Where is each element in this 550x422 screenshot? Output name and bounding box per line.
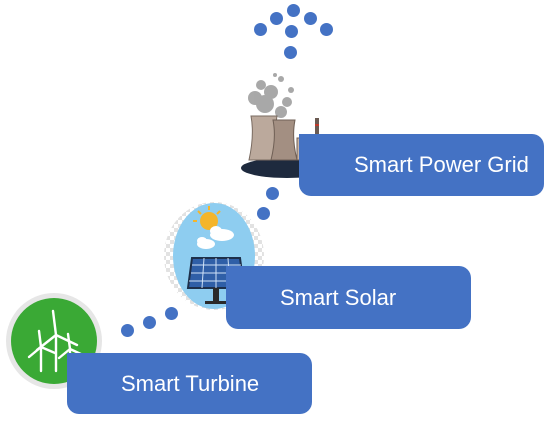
- path-dot: [143, 316, 156, 329]
- path-dot: [257, 207, 270, 220]
- step-smart-turbine: Smart Turbine: [67, 353, 312, 414]
- path-dot: [121, 324, 134, 337]
- step-smart-power-grid: Smart Power Grid: [299, 134, 544, 196]
- arrow-up-dots-icon: [250, 2, 336, 38]
- step-label: Smart Solar: [280, 284, 397, 310]
- step-label: Smart Power Grid: [354, 152, 529, 177]
- path-dot: [285, 25, 298, 38]
- step-label: Smart Turbine: [121, 370, 260, 396]
- path-dot: [165, 307, 178, 320]
- path-dot: [266, 187, 279, 200]
- path-dot: [284, 46, 297, 59]
- step-smart-solar: Smart Solar: [226, 266, 471, 329]
